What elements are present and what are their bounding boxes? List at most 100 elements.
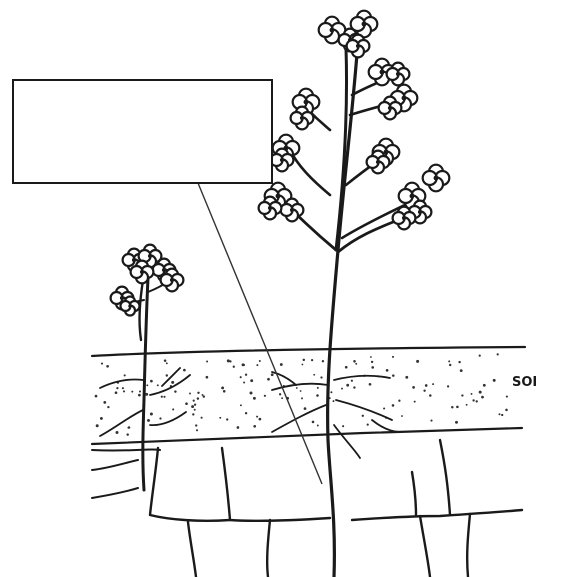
soil-speck — [317, 425, 319, 427]
soil-speck — [163, 396, 165, 398]
soil-speck — [471, 393, 473, 395]
soil-speck — [253, 425, 256, 428]
soil-speck — [342, 425, 344, 427]
soil-speck — [472, 399, 474, 401]
soil-speck — [101, 363, 103, 365]
soil-speck — [243, 382, 245, 384]
soil-speck — [259, 418, 262, 421]
soil-speck — [127, 427, 129, 429]
soil-speck — [398, 400, 400, 402]
soil-speck — [194, 409, 196, 411]
soil-speck — [304, 407, 307, 410]
soil-speck — [405, 376, 408, 379]
soil-speck — [95, 395, 98, 398]
soil-speck — [229, 360, 231, 362]
soil-speck — [362, 415, 364, 417]
soil-speck — [256, 364, 258, 366]
soil-speck — [103, 401, 106, 404]
soil-speck — [506, 396, 508, 398]
soil-speck — [189, 393, 191, 395]
soil-speck — [271, 373, 274, 376]
soil-speck — [279, 393, 281, 395]
soil-speck — [131, 391, 133, 393]
soil-speck — [460, 369, 463, 372]
soil-speck — [100, 417, 103, 420]
soil-speck — [497, 353, 499, 355]
soil-speck — [505, 409, 508, 412]
soil-speck — [341, 388, 343, 390]
soil-speck — [157, 384, 159, 386]
soil-speck — [250, 392, 253, 395]
soil-speck — [448, 360, 450, 362]
soil-speck — [243, 364, 245, 366]
soil-speck — [371, 366, 374, 369]
soil-speck — [267, 378, 270, 381]
soil-speck — [138, 394, 141, 397]
soil-speck — [414, 401, 416, 403]
soil-speck — [317, 387, 319, 389]
soil-speck — [259, 360, 261, 362]
soil-speck — [392, 404, 395, 407]
soil-speck — [106, 365, 109, 368]
soil-speck — [370, 356, 372, 358]
soil-speck — [345, 366, 348, 369]
soil-speck — [202, 394, 204, 396]
soil-speck — [193, 400, 195, 402]
soil-speck — [164, 359, 167, 362]
soil-speck — [312, 421, 315, 424]
soil-speck — [458, 361, 460, 363]
soil-speck — [369, 383, 372, 386]
soil-speck — [281, 397, 283, 399]
soil-speck — [481, 396, 484, 399]
soil-speck — [355, 363, 357, 365]
soil-speck — [461, 394, 463, 396]
soil-speck — [302, 364, 304, 366]
soil-speck — [195, 424, 197, 426]
soil-speck — [107, 406, 109, 408]
soil-speck — [303, 359, 305, 361]
soil-speck — [353, 386, 355, 388]
soil-speck — [123, 390, 125, 392]
soil-speck — [493, 379, 496, 382]
soil-speck — [245, 374, 247, 376]
soil-speck — [126, 433, 128, 435]
soil-speck — [172, 408, 174, 410]
soil-speck — [483, 384, 486, 387]
soil-dots — [95, 353, 508, 436]
soil-speck — [166, 374, 168, 376]
soil-speck — [206, 361, 208, 363]
soil-speck — [479, 355, 481, 357]
soil-speck — [476, 400, 478, 402]
soil-speck — [383, 407, 385, 409]
soil-speck — [346, 384, 349, 387]
soil-speck — [233, 366, 235, 368]
soil-speck — [333, 400, 335, 402]
soil-speck — [192, 413, 194, 415]
soil-speck — [425, 384, 428, 387]
soil-speck — [245, 412, 247, 414]
soil-speck — [250, 379, 253, 382]
soil-speck — [430, 420, 432, 422]
soil-speck — [197, 392, 199, 394]
soil-speck — [115, 391, 118, 394]
soil-speck — [479, 391, 482, 394]
soil-speck — [499, 413, 501, 415]
soil-speck — [221, 386, 224, 389]
soil-speck — [116, 387, 118, 389]
soil-speck — [183, 369, 186, 372]
soil-speck — [253, 397, 256, 400]
soil-speck — [392, 356, 394, 358]
soil-speck — [367, 424, 369, 426]
soil-speck — [371, 361, 373, 363]
soil-speck — [353, 360, 356, 363]
soil-speck — [145, 393, 148, 396]
soil-speck — [201, 417, 203, 419]
soil-speck — [206, 376, 209, 379]
soil-speck — [313, 374, 315, 376]
soil-speck — [240, 376, 242, 378]
soil-speck — [416, 360, 419, 363]
soil-speck — [501, 414, 503, 416]
soil-speck — [237, 426, 240, 429]
soil-speck — [240, 404, 242, 406]
soil-speck — [432, 383, 434, 385]
